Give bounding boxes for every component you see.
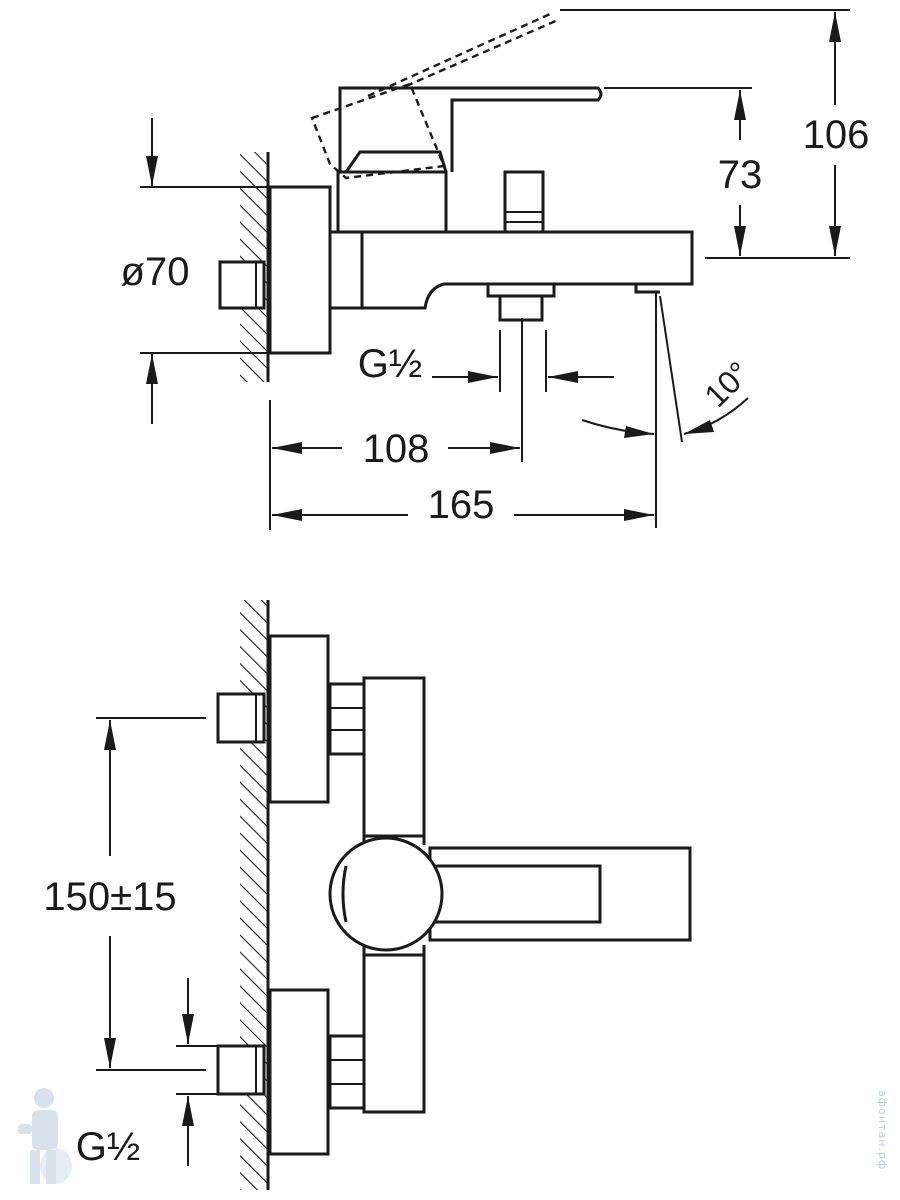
outlet-connector [486, 282, 556, 322]
dim-height-total: 106 [803, 113, 870, 157]
dim-thread-top: G½ [358, 342, 422, 386]
dim-total-depth: 165 [428, 483, 495, 527]
diverter-knob [503, 170, 545, 234]
dim-spout-angle: 10° [697, 354, 757, 414]
lever-inner [430, 864, 602, 924]
nut-lower [328, 1034, 366, 1110]
mixer-body-side [328, 230, 694, 310]
dim-connection-spacing: 150±15 [43, 875, 176, 919]
rosette-lower [268, 988, 330, 1156]
handle-cap [344, 150, 448, 173]
plumber-mascot-icon [18, 1088, 72, 1184]
watermark-text: афонтан.рф [876, 1090, 889, 1171]
wall-rosette-side [268, 185, 332, 355]
dim-rosette-diameter: ø70 [121, 250, 190, 294]
spout-tip [634, 284, 660, 294]
handle-base [336, 170, 448, 234]
front-dimensions: 150±15 G½ [43, 717, 250, 1169]
rosette-upper [268, 634, 330, 804]
wall-hatch-bottom [240, 600, 268, 1190]
lever-raised-outline [310, 12, 559, 180]
handle-hub [328, 836, 444, 952]
front-view [216, 600, 692, 1190]
wall-connector-side [218, 260, 266, 310]
connector-upper [216, 692, 266, 744]
dim-height-spout: 73 [718, 153, 763, 197]
handle-lever [338, 86, 603, 172]
nut-upper [328, 682, 366, 756]
dim-outlet-offset: 108 [363, 427, 430, 471]
dim-thread-bottom: G½ [76, 1125, 140, 1169]
connector-lower [216, 1044, 266, 1096]
lever-front [428, 846, 692, 942]
side-view [218, 12, 694, 528]
